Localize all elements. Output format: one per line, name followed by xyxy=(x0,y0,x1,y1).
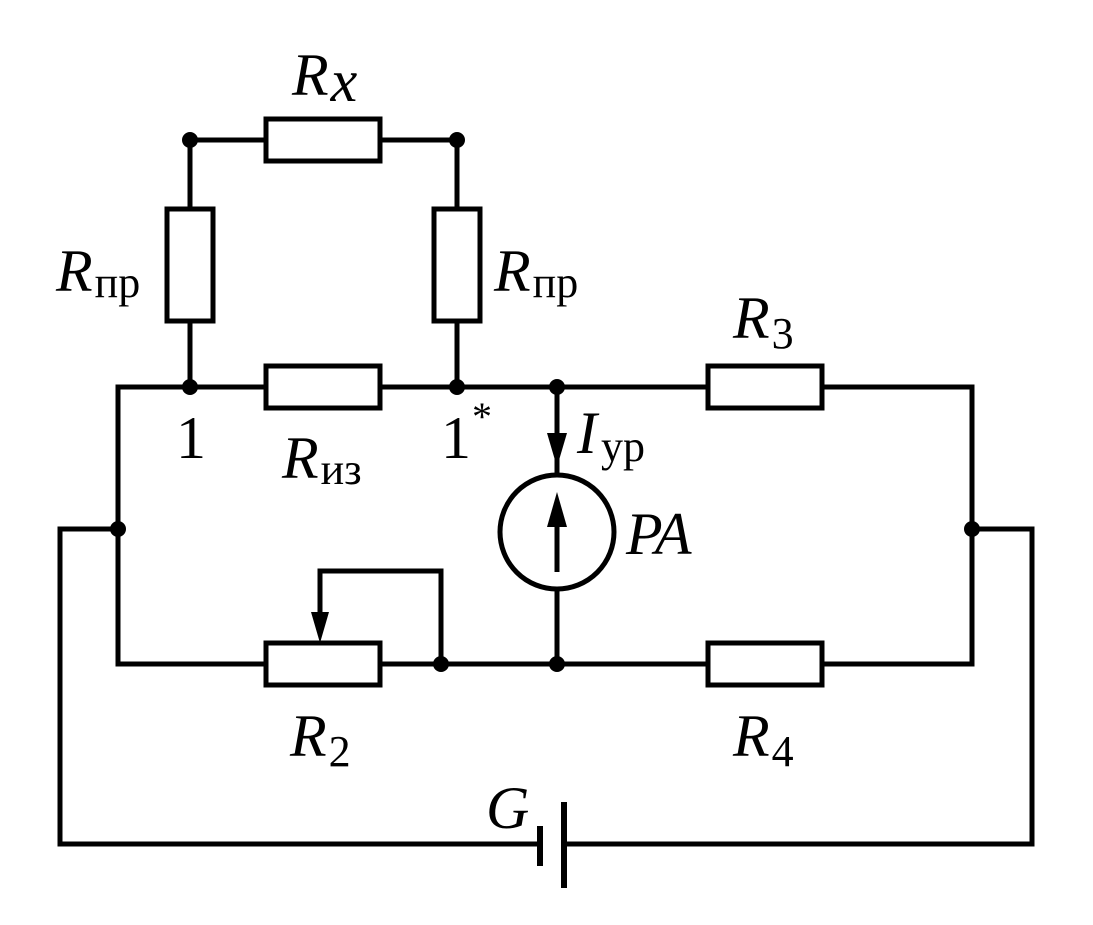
junctions xyxy=(110,132,980,672)
junction-rheostat xyxy=(433,656,449,672)
label-g: G xyxy=(486,775,529,841)
label-i-ur: Iур xyxy=(576,400,645,471)
label-r3: R3 xyxy=(732,285,794,358)
label-rx: Rx xyxy=(291,42,358,114)
resistor-rpr-right xyxy=(431,206,483,324)
label-rpr-left: Rпр xyxy=(55,238,140,307)
labels: Rx Rпр Rпр R3 1 Rиз 1* Iур PA R2 xyxy=(55,42,794,841)
junction-top-left xyxy=(182,132,198,148)
label-pa: PA xyxy=(625,501,692,567)
wire-rheostat-slider xyxy=(317,568,444,667)
resistor-rx xyxy=(263,116,383,164)
wire-supply-left xyxy=(57,526,543,847)
junction-node-1 xyxy=(182,379,198,395)
resistor-riz xyxy=(263,363,383,411)
junction-node-1-star xyxy=(449,379,465,395)
label-r4: R4 xyxy=(732,703,794,776)
battery xyxy=(537,802,567,888)
junction-right-supply xyxy=(964,521,980,537)
junction-top-right xyxy=(449,132,465,148)
label-riz: Rиз xyxy=(281,425,362,494)
wire-supply-right xyxy=(561,526,1035,847)
ammeter-arrow-icon xyxy=(547,492,567,527)
label-r2: R2 xyxy=(289,703,351,776)
ammeter xyxy=(497,472,617,592)
resistor-r3 xyxy=(705,363,825,411)
resistor-rpr-left xyxy=(164,206,216,324)
label-node-1-star: 1* xyxy=(441,394,492,471)
current-arrow-icon xyxy=(547,433,567,467)
label-node-1: 1 xyxy=(176,405,206,471)
resistor-r4 xyxy=(705,640,825,688)
label-rpr-right: Rпр xyxy=(493,238,578,307)
junction-meter-bottom xyxy=(549,656,565,672)
junction-meter-top xyxy=(549,379,565,395)
junction-left-supply xyxy=(110,521,126,537)
rheostat-arrow-icon xyxy=(311,612,329,643)
resistor-r2 xyxy=(263,640,383,688)
resistors xyxy=(164,116,825,688)
